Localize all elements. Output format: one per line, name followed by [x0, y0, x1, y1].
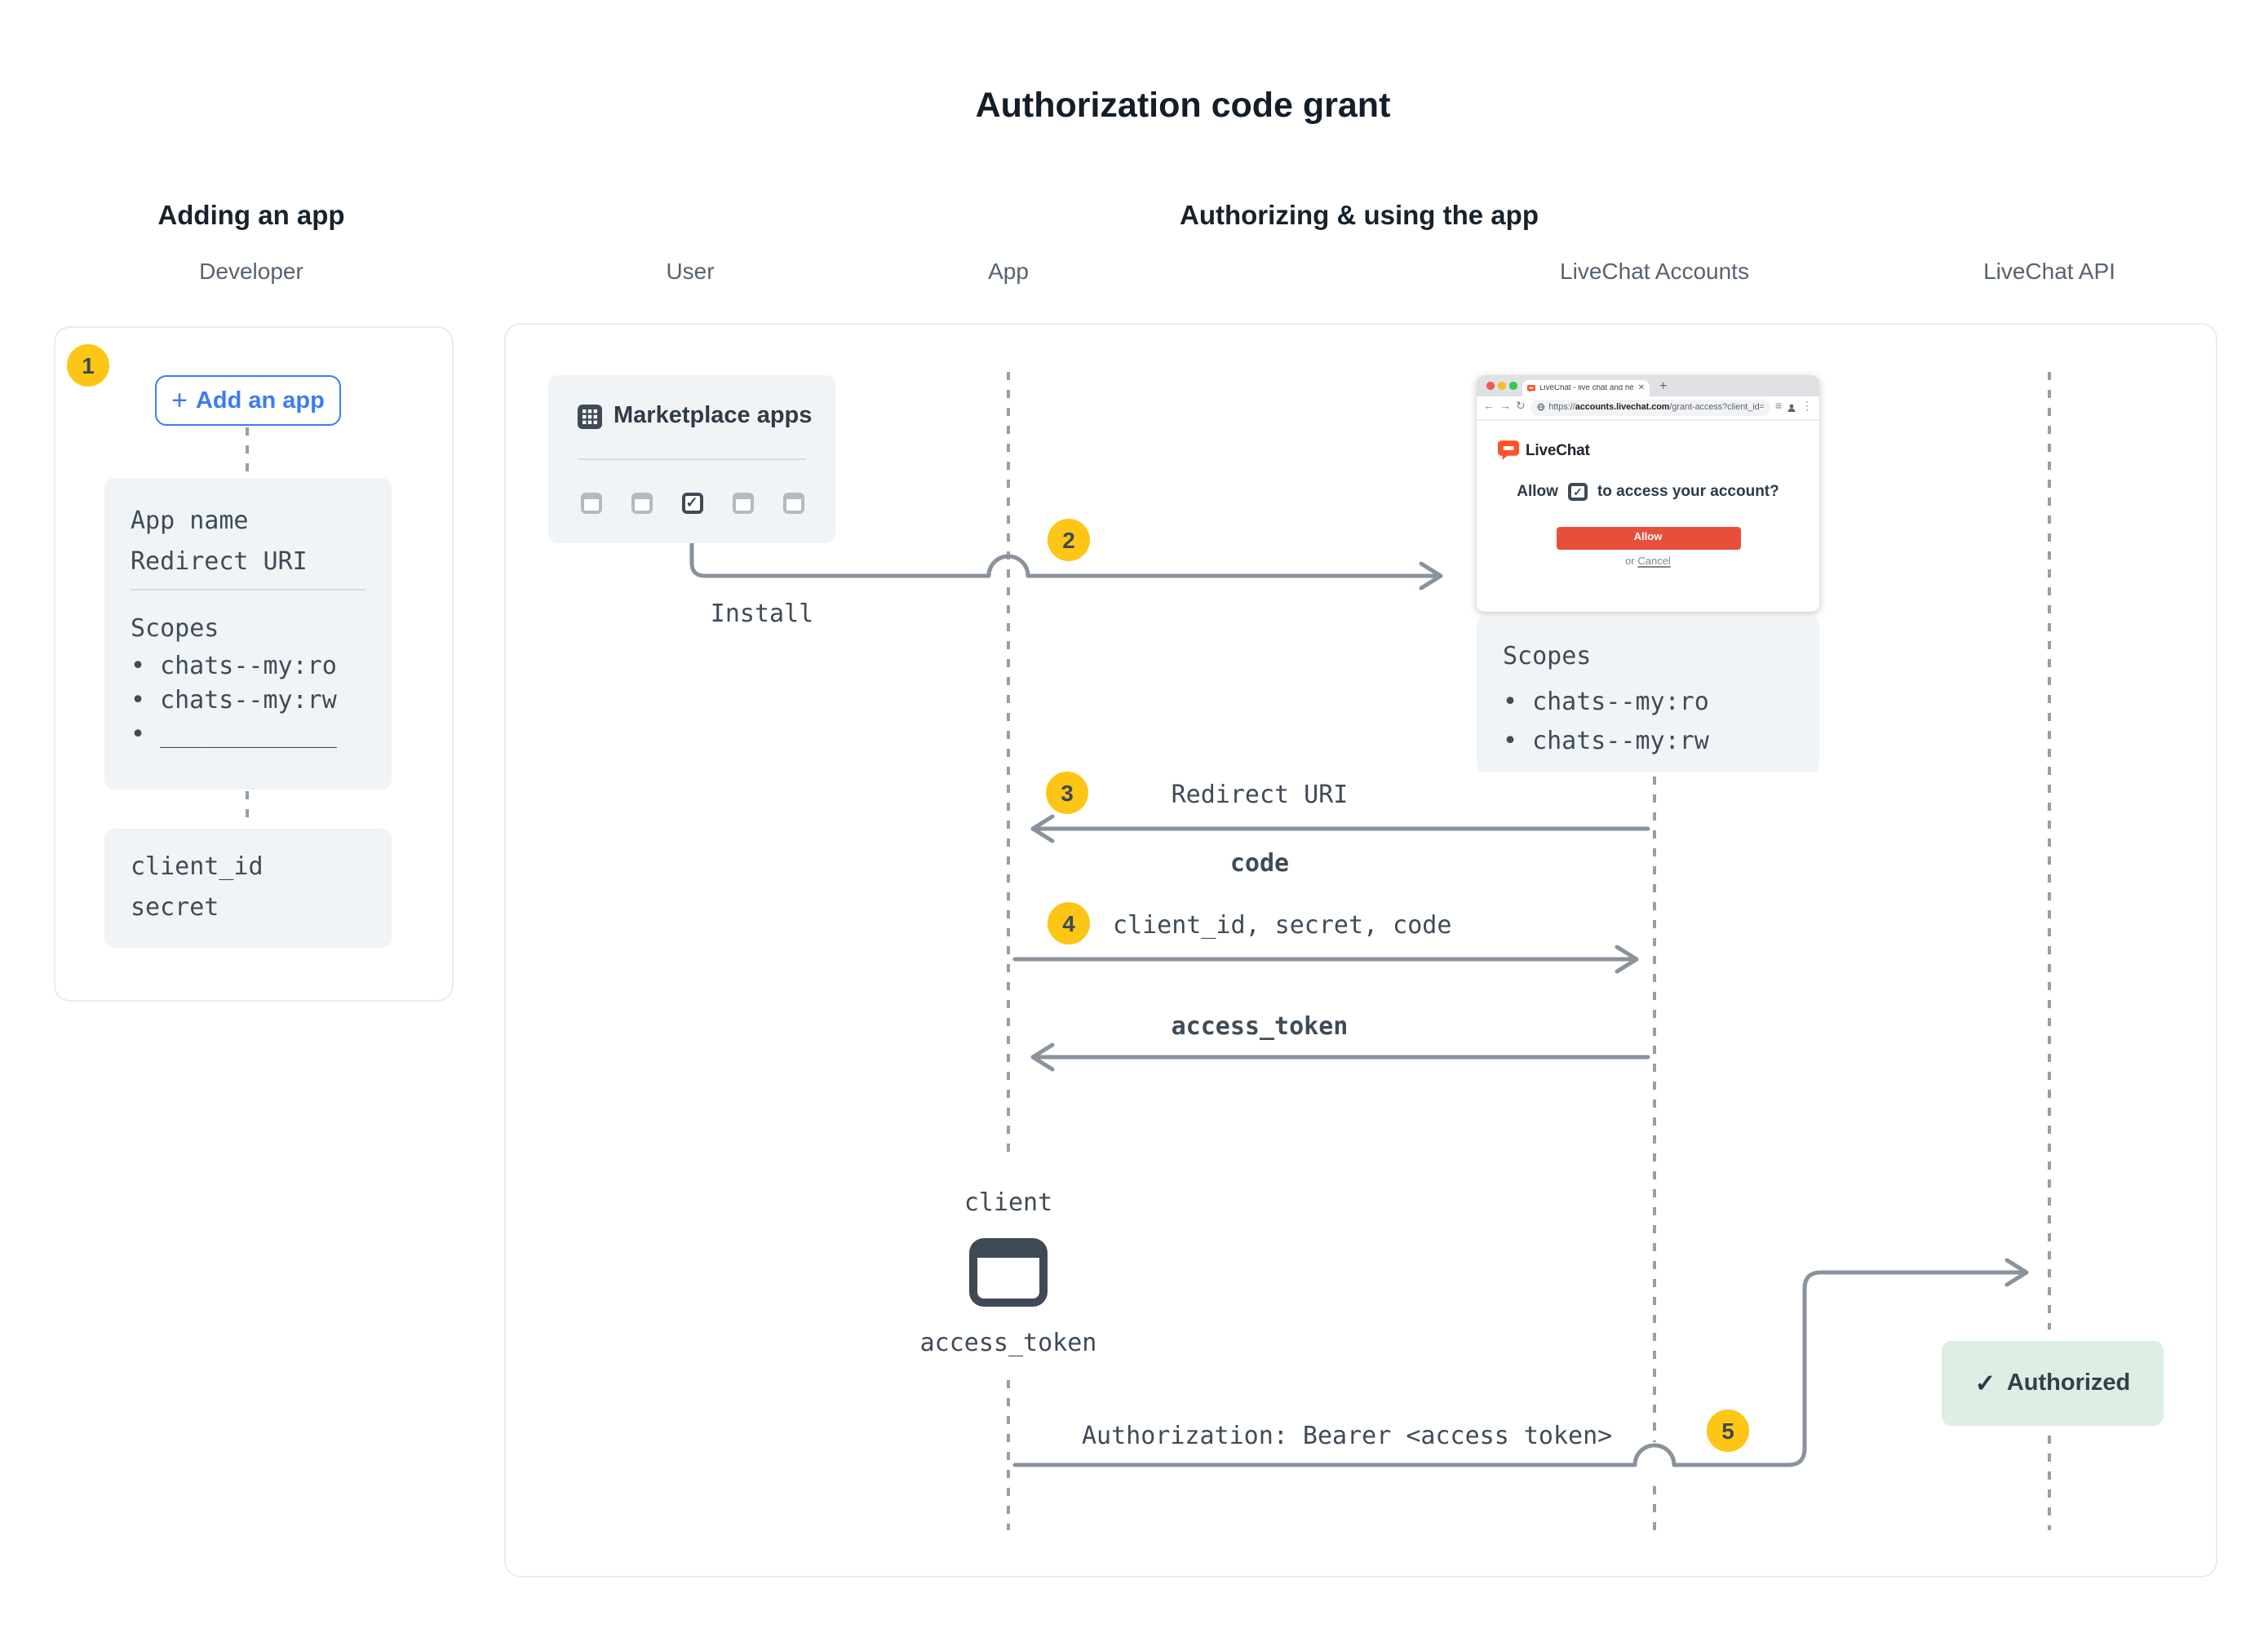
address-bar[interactable]: https://accounts.livechat.com/grant-acce…: [1530, 399, 1770, 416]
install-label: Install: [710, 599, 814, 628]
actor-livechat-api: LiveChat API: [1983, 258, 2115, 284]
step-badge-4: 4: [1048, 902, 1090, 945]
bearer-arrow: [1012, 1258, 2029, 1467]
form-divider: [131, 589, 365, 591]
install-arrow: [689, 513, 1443, 591]
bullet-icon: •: [131, 685, 146, 715]
step-badge-1: 1: [67, 344, 109, 387]
client-creds-arrow: [1012, 945, 1639, 974]
access-token-label: access_token: [1171, 1011, 1349, 1041]
authorized-status-badge: ✓ Authorized: [1942, 1341, 2164, 1426]
credential-secret: secret: [131, 892, 219, 922]
form-scope-item: •chats--my:ro: [131, 649, 392, 684]
check-icon: ✓: [1974, 1370, 1996, 1398]
grid-icon: [578, 404, 602, 428]
section-authorizing: Authorizing & using the app: [1180, 201, 1539, 231]
prompt-suffix: to access your account?: [1597, 483, 1779, 501]
globe-icon: [1537, 404, 1544, 411]
client-creds-label: client_id, secret, code: [1113, 910, 1452, 940]
tab-title: LiveChat - live chat and help d...: [1539, 384, 1634, 393]
step-badge-5: 5: [1707, 1409, 1749, 1452]
media-controls-icon[interactable]: ≡: [1774, 401, 1782, 414]
app-checkbox-5[interactable]: [782, 493, 804, 514]
form-field-app-name: App name: [131, 506, 249, 535]
code-label: code: [1229, 848, 1290, 878]
browser-content: LiveChat Allow ✓ to access your account?…: [1477, 420, 1819, 567]
browser-window: LiveChat - live chat and help d... ✕ + ←…: [1477, 375, 1819, 612]
credentials-card: client_id secret: [104, 829, 392, 948]
add-an-app-button[interactable]: + Add an app: [155, 375, 341, 426]
app-checkbox-3-checked[interactable]: ✓: [681, 493, 702, 514]
bullet-icon: •: [1503, 687, 1518, 716]
plus-icon: +: [171, 385, 188, 416]
more-menu-icon[interactable]: ⋮: [1801, 401, 1813, 414]
forward-icon[interactable]: →: [1499, 401, 1511, 414]
scopes-title: Scopes: [1503, 641, 1592, 670]
livechat-favicon-icon: [1527, 384, 1535, 392]
bearer-header-label: Authorization: Bearer <access token>: [1082, 1421, 1613, 1450]
granted-scope-item: •chats--my:rw: [1503, 721, 1819, 760]
bullet-icon: •: [1503, 726, 1518, 755]
close-window-icon[interactable]: [1486, 382, 1495, 390]
redirect-uri-label: Redirect URI: [1171, 780, 1349, 809]
credential-client-id: client_id: [131, 852, 264, 881]
add-an-app-label: Add an app: [195, 387, 325, 414]
cancel-row: or Cancel: [1625, 555, 1671, 567]
step-badge-2: 2: [1048, 519, 1090, 561]
minimize-window-icon[interactable]: [1498, 382, 1506, 390]
browser-tab[interactable]: LiveChat - live chat and help d... ✕: [1522, 380, 1650, 396]
form-scopes-title: Scopes: [131, 613, 219, 643]
granted-scopes-card: Scopes •chats--my:ro •chats--my:rw: [1477, 618, 1819, 772]
bullet-icon: •: [131, 719, 146, 749]
livechat-brand-label: LiveChat: [1526, 441, 1590, 459]
actor-livechat-accounts: LiveChat Accounts: [1560, 258, 1749, 284]
url-text: https://accounts.livechat.com/grant-acce…: [1548, 402, 1764, 413]
form-scope-item: •____________: [131, 718, 392, 752]
maximize-window-icon[interactable]: [1509, 382, 1517, 390]
prompt-prefix: Allow: [1517, 483, 1558, 501]
livechat-logo-icon: [1498, 440, 1519, 460]
access-token-arrow: [1030, 1042, 1650, 1072]
actor-app: App: [988, 258, 1029, 284]
browser-tab-strip: LiveChat - live chat and help d... ✕ +: [1477, 375, 1819, 396]
app-checkbox-icon[interactable]: ✓: [1567, 483, 1588, 501]
marketplace-apps-card: Marketplace apps ✓: [548, 375, 835, 543]
granted-scope-item: •chats--my:ro: [1503, 682, 1819, 721]
client-access-token-label: access_token: [919, 1328, 1097, 1357]
check-icon: ✓: [685, 494, 698, 511]
browser-toolbar: ← → ↻ https://accounts.livechat.com/gran…: [1477, 396, 1819, 420]
app-checkbox-1[interactable]: [580, 493, 601, 514]
allow-button[interactable]: Allow: [1556, 527, 1740, 549]
cancel-link[interactable]: Cancel: [1637, 555, 1671, 567]
reload-icon[interactable]: ↻: [1516, 401, 1526, 414]
app-checkbox-4[interactable]: [732, 493, 753, 514]
page-title: Authorization code grant: [975, 86, 1391, 125]
actor-developer: Developer: [199, 258, 303, 284]
back-icon[interactable]: ←: [1483, 401, 1495, 414]
tab-close-icon[interactable]: ✕: [1637, 383, 1645, 394]
bullet-icon: •: [131, 651, 146, 680]
app-form-card: App name Redirect URI Scopes •chats--my:…: [104, 478, 392, 790]
client-label: client: [963, 1188, 1053, 1217]
redirect-uri-arrow: [1030, 814, 1650, 843]
step-badge-3: 3: [1046, 772, 1088, 814]
marketplace-apps-label: Marketplace apps: [614, 403, 813, 429]
client-window-icon: [969, 1238, 1048, 1307]
form-scope-item: •chats--my:rw: [131, 684, 392, 718]
form-field-redirect-uri: Redirect URI: [131, 546, 308, 576]
authorized-label: Authorized: [2006, 1370, 2131, 1396]
app-checkbox-2[interactable]: [631, 493, 652, 514]
new-tab-icon[interactable]: +: [1659, 378, 1668, 392]
profile-icon[interactable]: [1787, 403, 1796, 413]
section-adding-an-app: Adding an app: [157, 201, 345, 231]
check-icon: ✓: [1573, 487, 1583, 498]
actor-user: User: [666, 258, 715, 284]
marketplace-divider: [578, 458, 806, 460]
